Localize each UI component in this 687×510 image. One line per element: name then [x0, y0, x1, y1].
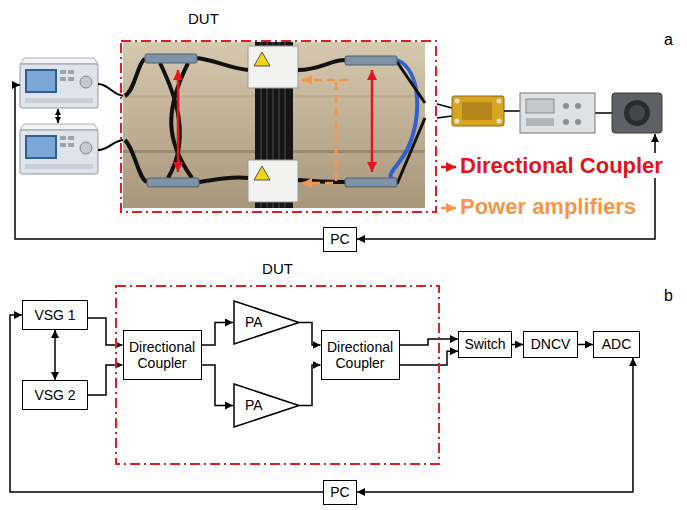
- node-text: Directional Coupler: [128, 339, 197, 371]
- switch-box: Switch: [458, 331, 512, 358]
- adc-box: ADC: [593, 331, 640, 358]
- region-heading: DUT: [188, 10, 219, 28]
- connector: [300, 323, 321, 346]
- connector: [10, 315, 323, 492]
- node-text: PA: [245, 397, 263, 413]
- signal-generator-icon: [20, 124, 98, 174]
- cable: [437, 104, 452, 118]
- switch-icon: [452, 96, 504, 126]
- triangle-outline: [233, 383, 300, 428]
- triangle-outline: [234, 301, 299, 344]
- connector: [400, 351, 459, 365]
- panel-letter: a: [664, 31, 673, 48]
- amplifier-triangle: PA: [233, 383, 300, 428]
- node-text: Directional Coupler: [326, 339, 395, 371]
- legend-sample: [441, 207, 456, 210]
- connector: [578, 344, 593, 346]
- coupler-box: Directional Coupler: [123, 330, 202, 380]
- dut-region: DUT: [120, 40, 437, 213]
- node-text: DUT: [262, 260, 293, 277]
- signal-generator-icon: [20, 58, 98, 108]
- dashed-outline: [121, 41, 436, 212]
- connector: [202, 365, 234, 406]
- connector: [88, 318, 123, 345]
- node-text: ADC: [602, 336, 632, 352]
- panel-letter: b: [664, 287, 673, 304]
- triangle-outline: [234, 384, 299, 427]
- downconverter-box: DNCV: [523, 331, 578, 358]
- pc-box: PC: [323, 227, 357, 252]
- node-text: VSG 2: [34, 387, 75, 403]
- node-text: PC: [330, 484, 349, 500]
- node-text: Switch: [464, 336, 505, 352]
- adc-icon: [612, 93, 662, 133]
- dashed-outline: [120, 40, 437, 213]
- node-text: DNCV: [531, 336, 571, 352]
- connector: [202, 323, 234, 346]
- connector: [512, 344, 523, 346]
- legend-sample: [441, 166, 456, 169]
- panel-letter: b: [664, 287, 673, 305]
- dashed-outline: [116, 286, 439, 464]
- triangle-outline: [233, 300, 300, 345]
- legend-text: Power amplifiers: [458, 194, 638, 219]
- sync-arrow: [57, 109, 59, 123]
- setup-photo: [123, 42, 425, 208]
- legend-text: Directional Coupler: [458, 153, 665, 178]
- generator-box: VSG 2: [22, 380, 88, 410]
- node-text: PC: [330, 231, 349, 247]
- connector: [88, 365, 123, 395]
- pc-box: PC: [323, 480, 357, 505]
- connector: [54, 330, 56, 380]
- downconverter-icon: [520, 93, 595, 133]
- connector: [300, 365, 321, 406]
- legend-entry: Power amplifiers: [458, 194, 638, 219]
- region-heading: DUT: [115, 260, 440, 278]
- coupler-box: Directional Coupler: [321, 330, 400, 380]
- legend-entry: Directional Coupler: [458, 153, 665, 178]
- connector: [400, 339, 459, 345]
- generator-box: VSG 1: [22, 300, 88, 330]
- panel-letter: a: [664, 31, 673, 49]
- amplifier-triangle: PA: [233, 300, 300, 345]
- node-text: DUT: [188, 10, 219, 27]
- node-text: VSG 1: [34, 307, 75, 323]
- dut-region: DUTDirectional CouplerPAPADirectional Co…: [115, 285, 440, 465]
- node-text: PA: [245, 314, 263, 330]
